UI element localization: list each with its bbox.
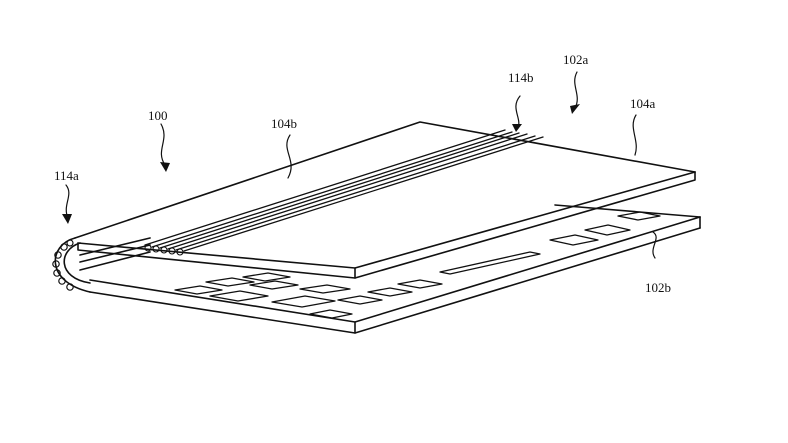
leader-lines	[65, 71, 657, 259]
label-114a: 114a	[54, 168, 79, 183]
lower-panel	[89, 204, 701, 334]
hinge-114b-stripes	[144, 129, 544, 252]
label-104a: 104a	[630, 96, 656, 111]
arrowheads	[62, 104, 580, 224]
label-114b: 114b	[508, 70, 534, 85]
label-100: 100	[148, 108, 168, 123]
label-102b: 102b	[645, 280, 671, 295]
key-cutouts	[174, 211, 661, 319]
hinge-114a	[52, 237, 151, 293]
label-104b: 104b	[271, 116, 297, 131]
upper-panel	[74, 121, 696, 279]
label-102a: 102a	[563, 52, 589, 67]
